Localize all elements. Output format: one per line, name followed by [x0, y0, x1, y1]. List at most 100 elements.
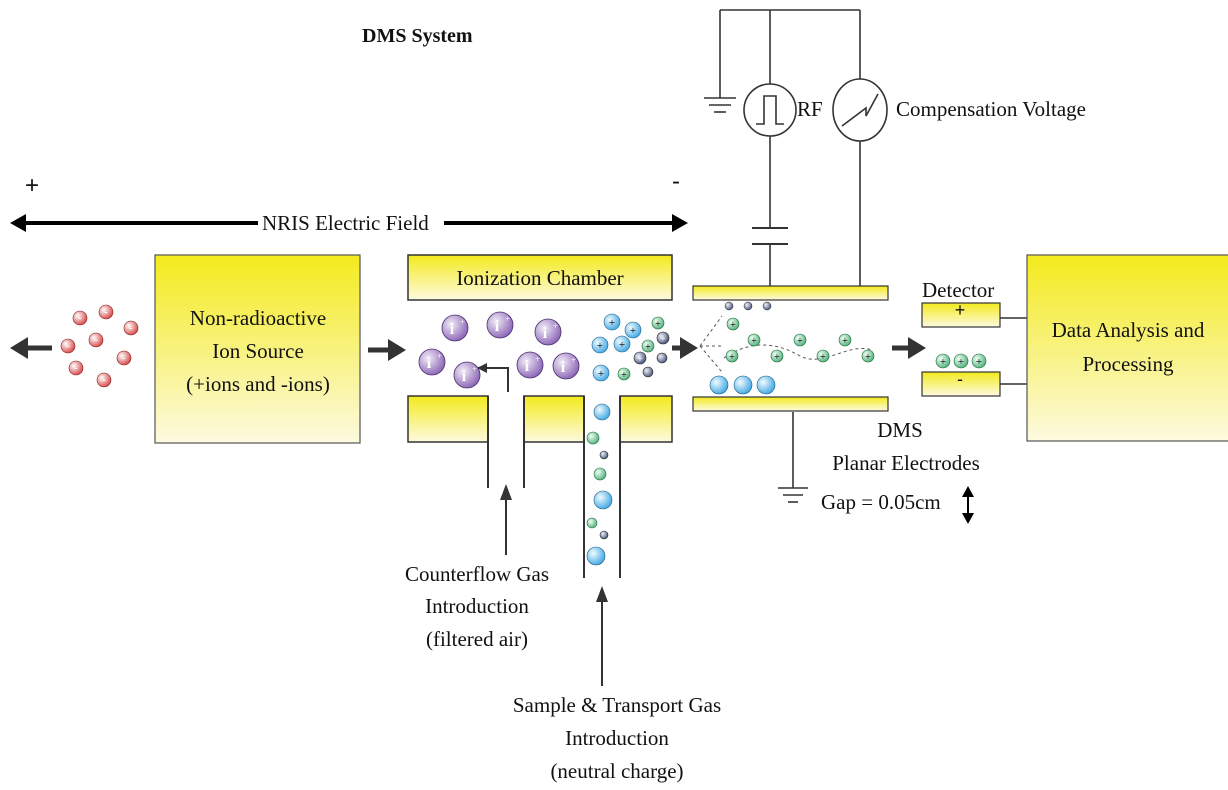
ion-deflection-paths — [699, 315, 873, 373]
ion-glyph: + — [865, 352, 871, 363]
ion-glyph: + — [842, 336, 848, 347]
neutralized-ion — [756, 375, 776, 395]
counterflow-gas-arrow — [500, 484, 512, 555]
ion-glyph: + — [609, 317, 615, 329]
positive-ion: + — [592, 364, 610, 382]
positive-ion: + — [770, 349, 784, 363]
neutral-molecule — [593, 403, 611, 421]
counterflow-label-line3: (filtered air) — [425, 627, 529, 651]
polarity-minus-label: - — [672, 168, 680, 195]
ion-glyph: + — [621, 370, 627, 381]
nris-field-arrow — [10, 212, 688, 236]
positive-ion: + — [617, 367, 631, 381]
neutral-molecule — [593, 467, 607, 481]
ion-glyph: - — [102, 374, 106, 386]
ion-charge: + — [535, 354, 540, 364]
sample-label-line1: Sample & Transport Gas — [512, 693, 722, 717]
ion-glyph: - — [74, 362, 78, 374]
counterflow-label-line2: Introduction — [425, 594, 529, 618]
ion-particles: - - - - - - - - i+ i+ i+ i+ i+ i+ i+ + +… — [60, 301, 987, 566]
data-analysis-label-line1: Data Analysis and — [1051, 318, 1205, 342]
ion-charge: + — [553, 321, 558, 331]
ion-charge: + — [505, 314, 510, 324]
data-analysis-label-line2: Processing — [1082, 352, 1174, 376]
detector-positive-plate — [921, 302, 1001, 328]
counterflow-label-line1: Counterflow Gas — [404, 562, 550, 586]
rf-label: RF — [797, 97, 823, 121]
neutral-molecule — [586, 546, 606, 566]
ion-glyph: + — [619, 339, 625, 351]
positive-ion: + — [633, 351, 647, 365]
ion-source-label-line2: Ion Source — [212, 339, 304, 363]
positive-ion: + — [861, 349, 875, 363]
gap-indicator-icon — [962, 486, 974, 524]
neutralized-ion — [743, 301, 753, 311]
positive-ion: + — [603, 313, 621, 331]
neutral-molecule — [586, 517, 598, 529]
positive-ion: + — [651, 316, 665, 330]
positive-ion: + — [624, 321, 642, 339]
detected-ion: + — [935, 353, 951, 369]
voltage-circuit — [704, 9, 861, 503]
ionization-chamber-top-plate — [407, 254, 673, 301]
compensation-voltage-icon — [832, 78, 888, 142]
ion-glyph: i — [543, 325, 548, 342]
rf-source-icon — [743, 83, 797, 137]
positive-ion — [656, 352, 668, 364]
negative-ion: - — [68, 360, 84, 376]
ionization-chamber-label: Ionization Chamber — [456, 266, 624, 290]
ion-glyph: + — [976, 356, 982, 368]
compensation-voltage-label: Compensation Voltage — [896, 97, 1086, 121]
positive-ion: + — [726, 317, 740, 331]
positive-ion: + — [613, 335, 631, 353]
ion-glyph: + — [940, 356, 946, 368]
ion-glyph: - — [66, 340, 70, 352]
dms-top-electrode — [692, 285, 889, 301]
neutral-molecule — [593, 490, 613, 510]
negative-ion: - — [98, 304, 114, 320]
ion-charge: + — [472, 364, 477, 374]
ion-glyph: + — [630, 325, 636, 337]
ion-glyph: + — [655, 319, 661, 330]
negative-ion: - — [72, 310, 88, 326]
ion-glyph: - — [94, 334, 98, 346]
detector-minus-symbol: - — [957, 369, 963, 389]
ion-glyph: + — [645, 342, 651, 353]
positive-ion — [642, 366, 654, 378]
negative-ion: - — [88, 332, 104, 348]
ion-glyph: - — [104, 306, 108, 318]
dms-label-line1: DMS — [877, 418, 923, 442]
positive-ion: + — [641, 339, 655, 353]
ion-glyph: i — [495, 318, 500, 335]
ion-glyph: + — [598, 368, 604, 380]
ion-glyph: i — [561, 359, 566, 376]
neutral-molecule — [586, 431, 600, 445]
ion-glyph: i — [450, 321, 455, 338]
ion-source-label-line3: (+ions and -ions) — [186, 372, 330, 396]
sample-gas-arrow — [596, 586, 608, 686]
negative-ion: - — [96, 372, 112, 388]
neutralized-ion — [762, 301, 772, 311]
product-ion: i+ — [552, 352, 580, 380]
sample-label-line2: Introduction — [565, 726, 669, 750]
ion-glyph: + — [774, 352, 780, 363]
positive-ion: + — [816, 349, 830, 363]
ion-glyph: + — [751, 336, 757, 347]
detector-negative-plate — [921, 371, 1001, 397]
sample-label-line3: (neutral charge) — [550, 759, 684, 783]
detector-plus-symbol: + — [954, 300, 966, 320]
product-ion: i+ — [418, 348, 446, 376]
negative-ion: - — [60, 338, 76, 354]
negative-ion: - — [123, 320, 139, 336]
positive-ion: + — [793, 333, 807, 347]
ionization-chamber — [407, 254, 673, 578]
neutralized-ion — [724, 301, 734, 311]
negative-ion: - — [116, 350, 132, 366]
dms-label-line2: Planar Electrodes — [832, 451, 980, 475]
ion-source-label-line1: Non-radioactive — [189, 306, 327, 330]
detector-label: Detector — [922, 278, 995, 302]
positive-ion: + — [747, 333, 761, 347]
positive-ion: + — [725, 349, 739, 363]
ion-glyph: + — [637, 354, 643, 365]
